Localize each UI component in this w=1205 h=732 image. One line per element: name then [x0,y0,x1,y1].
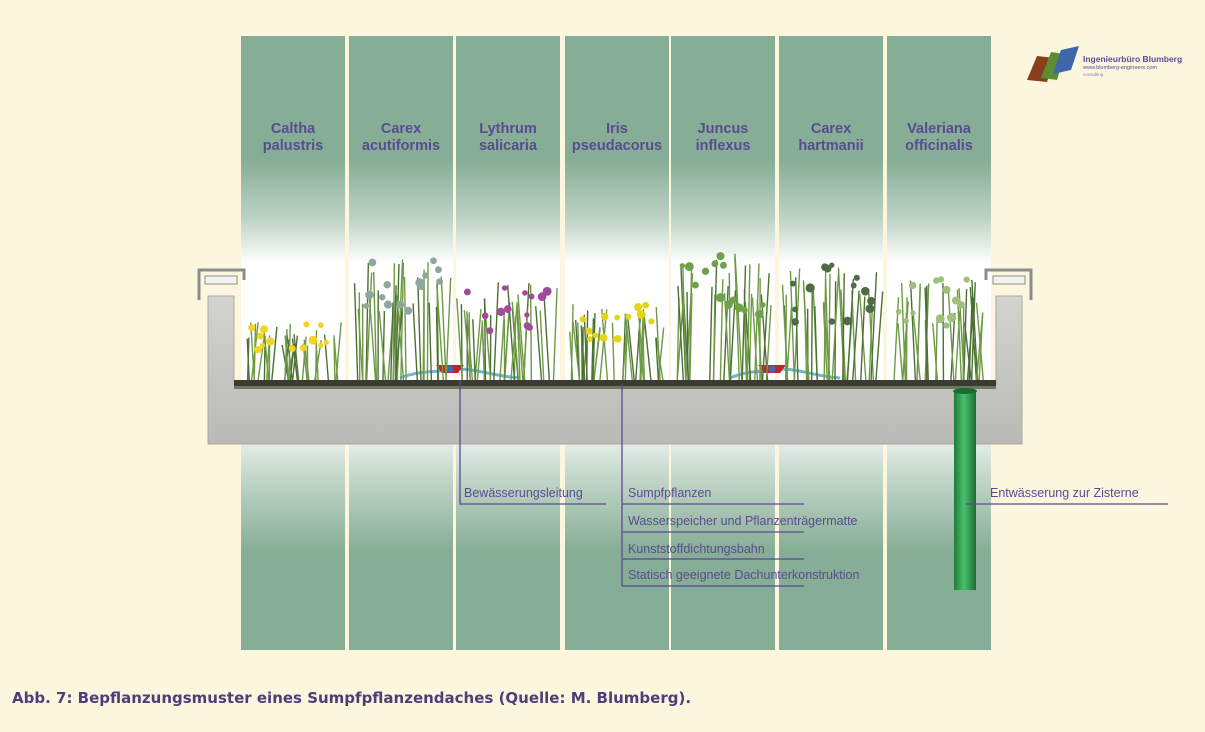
legend-layer-water-storage: Wasserspeicher und Pflanzenträgermatte [628,514,858,528]
plant-group [781,262,884,381]
valve-center-icon [768,365,776,373]
legend-layer-membrane: Kunststoffdichtungsbahn [628,542,765,556]
species-genus: Carex [380,121,422,137]
valve-center-icon [446,365,454,373]
leader-irrigation [459,380,606,505]
species-epithet: hartmanii [798,138,864,154]
legend-irrigation-label: Bewässerungsleitung [464,486,583,500]
species-epithet: salicaria [478,138,538,154]
logo-mark-icon [1027,46,1079,82]
species-epithet: officinalis [905,138,973,154]
species-genus: Juncus [697,121,749,137]
parapet-cap-right [984,268,1033,300]
plant-group [456,282,558,381]
parapet-flashing-left [204,275,238,285]
figure-caption: Abb. 7: Bepflanzungsmuster eines Sumpfpf… [12,689,692,707]
diagram-canvas [197,36,1168,650]
logo-url: www.blumberg-engineers.com [1083,65,1157,71]
drainage-pipe [954,390,976,590]
parapet-flashing-right [992,275,1026,285]
species-genus: Caltha [270,121,316,137]
species-epithet: pseudacorus [571,138,663,154]
legend-drainage-label: Entwässerung zur Zisterne [990,486,1139,500]
species-genus: Valeriana [907,121,971,137]
species-genus: Iris [606,121,628,137]
species-genus: Lythrum [479,121,537,137]
parapet-cap-left [197,268,246,300]
legend-layer-substructure: Statisch geeignete Dachunterkonstruktion [628,568,860,582]
company-logo: Ingenieurbüro Blumberg www.blumberg-engi… [1025,44,1185,84]
species-epithet: palustris [262,138,324,154]
plant-group [569,301,665,381]
species-genus: Carex [810,121,852,137]
logo-title: Ingenieurbüro Blumberg [1083,54,1183,64]
concrete-slab [207,295,1023,445]
species-epithet: acutiformis [361,138,441,154]
plant-carrier-mat [234,386,996,389]
plant-group [893,276,984,381]
legend-layer-plants: Sumpfpflanzen [628,486,712,500]
logo-subtitle: consulting [1083,72,1104,77]
plant-group [676,252,772,381]
species-epithet: inflexus [695,138,751,154]
drainage-pipe-inlet [953,388,977,394]
plant-group [353,257,452,381]
plant-group [246,321,342,381]
waterproofing-membrane [234,380,996,386]
leader-layers-trunk [621,384,804,587]
